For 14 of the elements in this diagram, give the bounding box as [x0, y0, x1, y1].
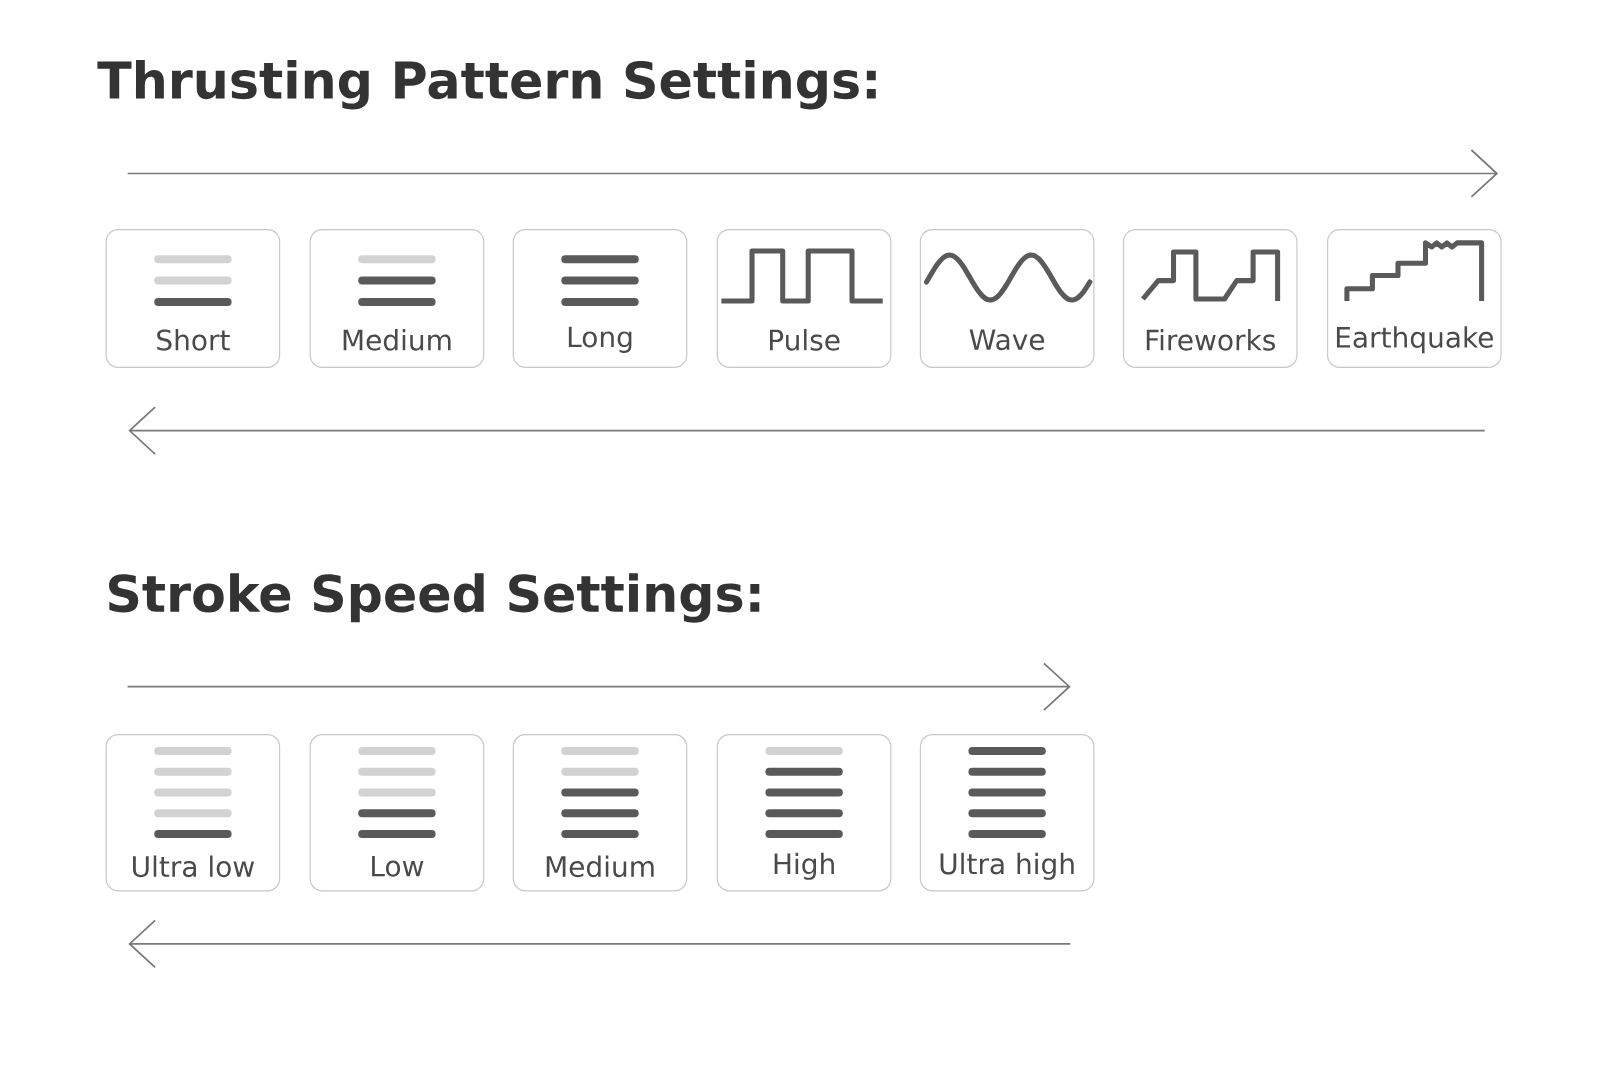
- setting-box: Wave: [919, 229, 1095, 368]
- setting-box: Long: [512, 229, 688, 368]
- setting-box: Low: [309, 734, 485, 892]
- setting-box: Earthquake: [1327, 229, 1502, 368]
- setting-box: Pulse: [716, 229, 892, 368]
- setting-box: Short: [105, 229, 281, 368]
- setting-box: Ultra high: [919, 734, 1095, 892]
- setting-box: Fireworks: [1122, 229, 1298, 368]
- section-title: Thrusting Pattern Settings:: [97, 60, 876, 110]
- section-title: Stroke Speed Settings:: [109, 573, 760, 623]
- setting-box: High: [716, 734, 892, 892]
- setting-box: Medium: [512, 734, 688, 892]
- setting-box: Medium: [309, 229, 485, 368]
- setting-box: Ultra low: [105, 734, 281, 892]
